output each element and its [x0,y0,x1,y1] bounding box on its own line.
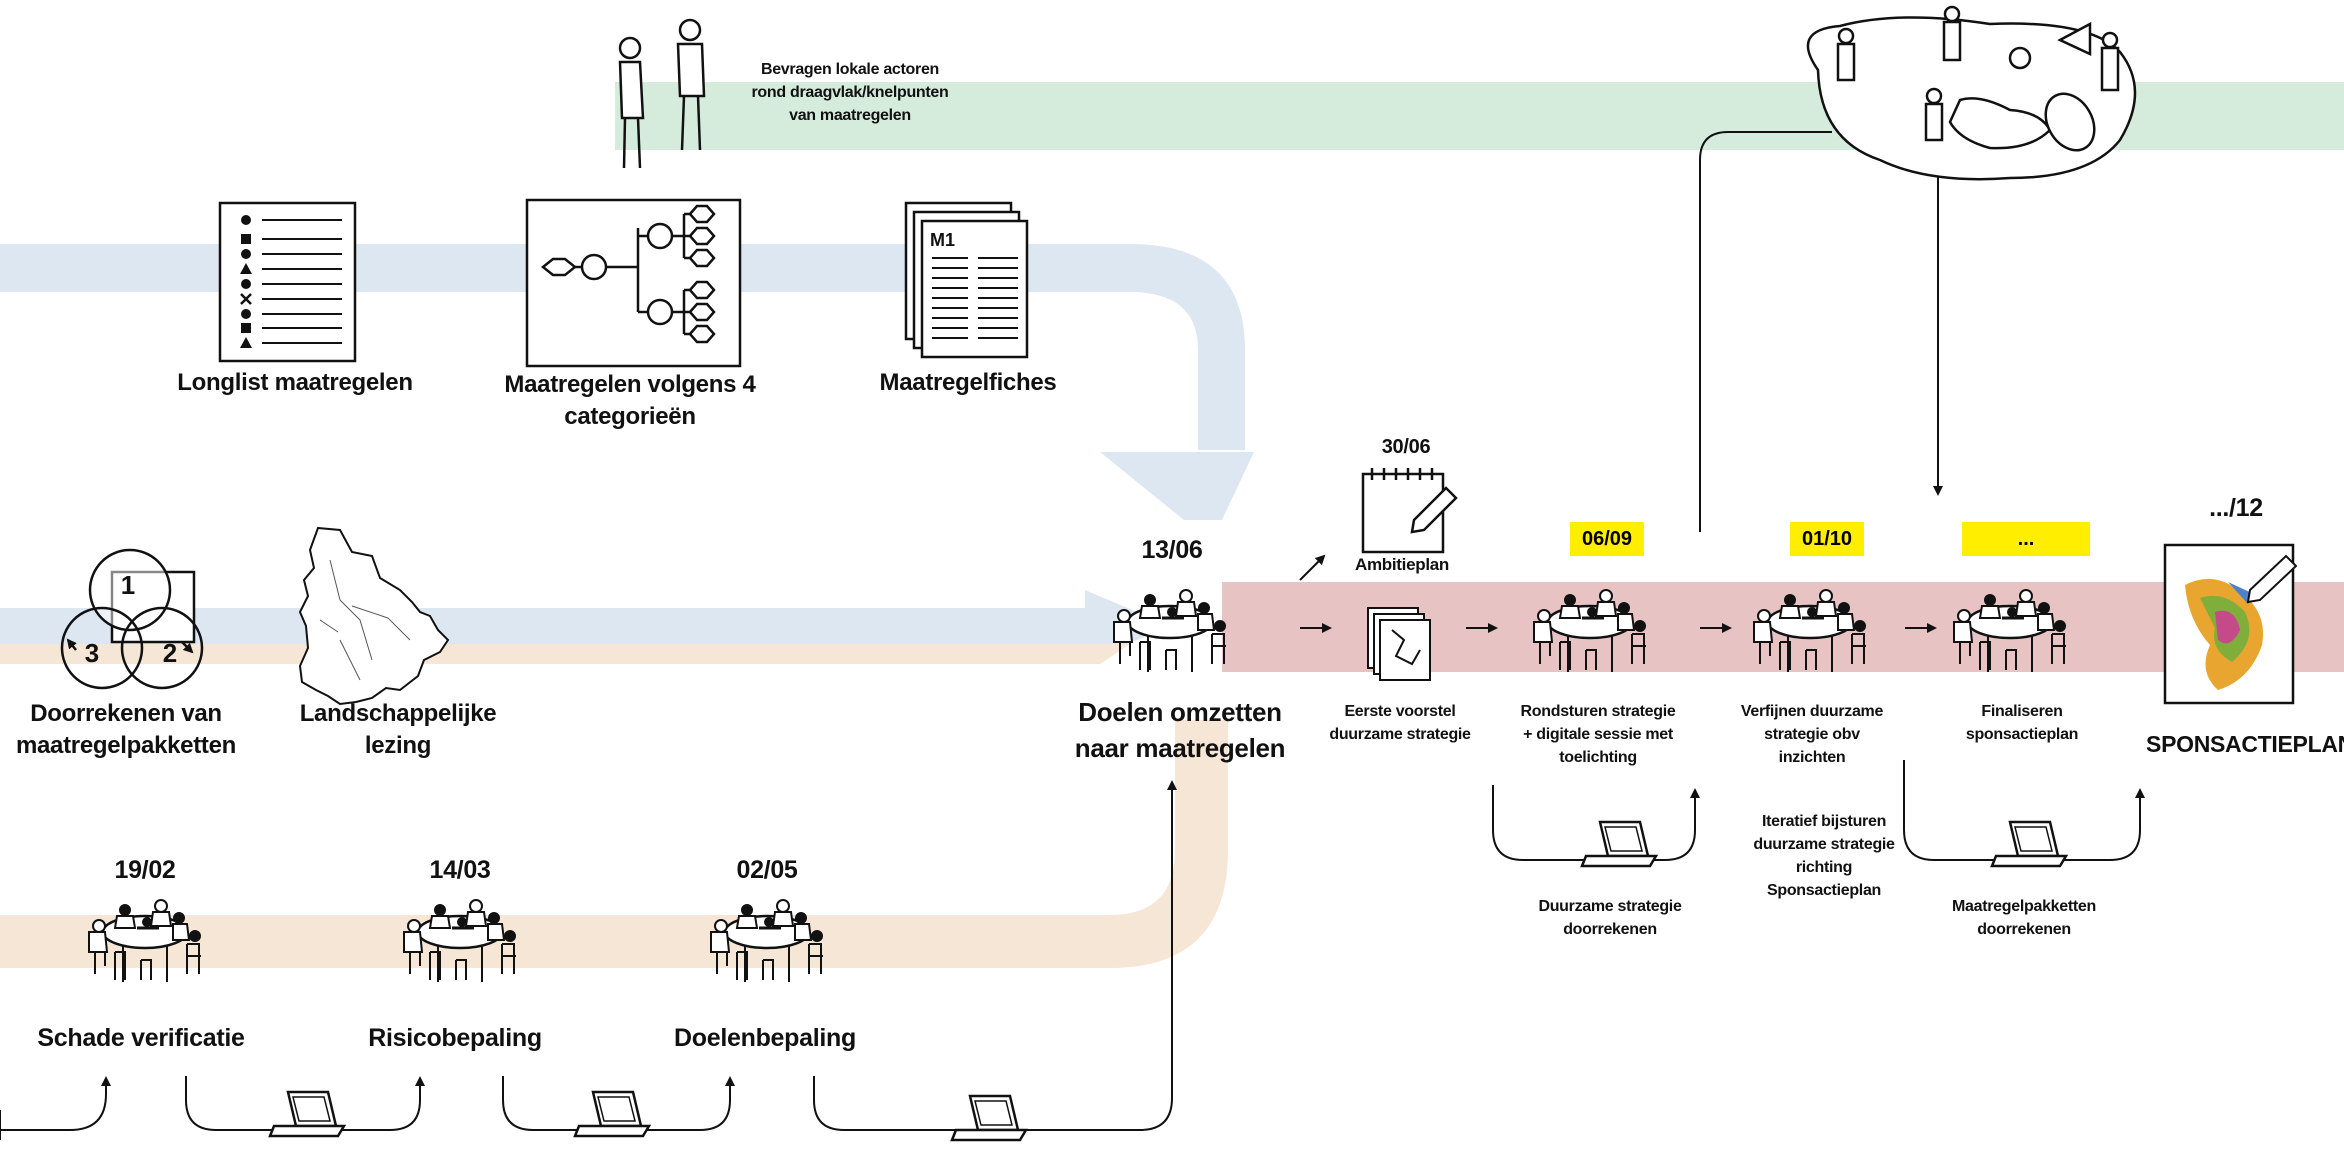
actors-illustration [618,18,706,169]
timeline-label-4: Finaliseren sponsactieplan [1965,703,2079,743]
venn-icon [60,548,204,690]
longlist-icon [218,201,357,363]
workshop-label-2: Risicobepaling [368,1024,542,1052]
fiches-label: Maatregelfiches [879,369,1057,396]
landscape-map-icon [298,526,450,706]
badge-ellipsis: ... [1962,522,2090,556]
stakeholders-cloud-icon [1806,5,2137,181]
ambitie-label: Ambitieplan [1355,555,1449,574]
categories-label: Maatregelen volgens 4 categorieën [504,371,756,430]
workshop-date-1: 19/02 [114,856,176,884]
laptop-icon-4 [1580,820,1658,868]
workshop-date-3: 02/05 [736,856,798,884]
laptop-icon-2 [573,1090,651,1138]
badge-0110: 01/10 [1790,522,1864,556]
workshop-label-1: Schade verificatie [37,1024,245,1052]
badge-0609: 06/09 [1570,522,1644,556]
final-label: SPONSACTIEPLAN [2146,731,2344,757]
timeline-label-1: Eerste voorstel duurzame strategie [1329,703,1471,743]
central-table-icon [1112,588,1228,674]
venn-label-2: 2 [163,638,177,668]
timeline-label-3: Verfijnen duurzame strategie obv inzicht… [1740,703,1884,766]
landscape-rivers [319,559,411,681]
workshop-date-2: 14/03 [429,856,491,884]
laptop-icon-3 [950,1094,1028,1142]
line-from-cloud [1699,131,1832,532]
central-label: Doelen omzetten naar maatregelen [1074,697,1286,763]
central-date: 13/06 [1141,536,1203,564]
band-beige-mid-head [1085,644,1130,664]
actors-label: Bevragen lokale actoren rond draagvlak/k… [751,61,949,124]
workshop-table-icon-2 [402,898,518,984]
sponsactieplan-cover-icon [2163,543,2298,705]
connector-start [0,1076,111,1131]
timeline-label-2: Rondsturen strategie + digitale sessie m… [1520,703,1676,766]
categories-tree-icon [525,198,742,368]
laptop-icon-1 [268,1090,346,1138]
longlist-label: Longlist maatregelen [177,369,413,396]
fiches-stack-icon [904,201,1029,359]
band-beige-mid [0,644,1085,664]
loop-duurzame [1492,785,1700,861]
doorrekenen-label: Doorrekenen van maatregelpakketten [15,700,237,759]
strategy-map-icon [1367,607,1431,681]
pakketten-label: Maatregelpakketten doorrekenen [1952,898,2096,938]
ambitie-date: 30/06 [1381,436,1431,458]
laptop-icon-5 [1990,820,2068,868]
duurzame-label: Duurzame strategie doorrekenen [1538,898,1682,938]
workshop-table-icon-1 [87,898,203,984]
fiches-tag: M1 [930,230,955,250]
ambitieplan-icon [1361,468,1458,554]
workshop-label-3: Doelenbepaling [674,1024,856,1052]
landschap-label: Landschappelijke lezing [299,700,497,759]
final-date: .../12 [2209,494,2263,522]
band-blue-arrowhead [1100,452,1254,520]
iteratief-label: Iteratief bijsturen duurzame strategie r… [1753,813,1895,899]
workshop-table-icon-3 [709,898,825,984]
venn-label-3: 3 [85,638,99,668]
arrow-to-ambitie [1299,554,1326,581]
venn-label-1: 1 [121,570,135,600]
